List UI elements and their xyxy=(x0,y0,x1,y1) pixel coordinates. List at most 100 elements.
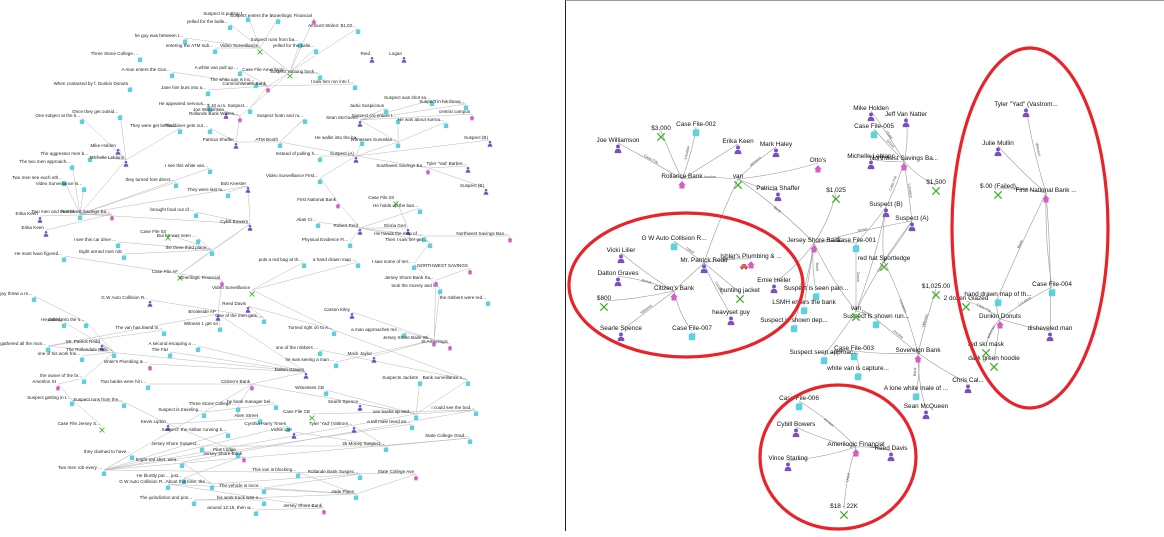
graph-node-money[interactable]: red ski mask xyxy=(968,341,1005,358)
graph-node-person[interactable]: Tyler 'Yad' (Valtrom... xyxy=(309,421,357,433)
graph-node-document[interactable]: He hands the map of ... xyxy=(374,231,427,243)
graph-node-document[interactable]: he bank manager bel... xyxy=(227,399,279,411)
graph-node-document[interactable]: Case File-006 xyxy=(779,395,819,411)
graph-node-document[interactable]: Two men and their of... xyxy=(31,209,83,221)
graph-node-person[interactable]: Suspect (A) xyxy=(330,151,359,163)
graph-node-document[interactable]: Eight armed men rob xyxy=(79,249,127,261)
graph-node-person[interactable]: Logan xyxy=(389,51,407,63)
graph-node-document[interactable]: G W Auto Collision R... xyxy=(642,235,707,251)
graph-node-document[interactable]: Case File-002 xyxy=(676,121,716,137)
graph-node-document[interactable]: The white van is inc... xyxy=(210,77,259,89)
graph-node-document[interactable]: bright red shirt, wea... xyxy=(136,457,185,469)
graph-node-money[interactable]: $1,500 xyxy=(926,179,946,196)
graph-node-person[interactable]: Chris Cal... xyxy=(952,377,984,394)
graph-node-document[interactable]: Two men see each oth... xyxy=(12,175,67,187)
graph-node-document[interactable]: Suspect is shown run... xyxy=(843,313,909,329)
graph-node-document[interactable]: Suspect footn and ru... xyxy=(257,113,308,125)
graph-node-person[interactable]: Carson Kiley xyxy=(324,307,355,319)
graph-node-document[interactable]: The F&I xyxy=(152,347,173,359)
graph-node-document[interactable]: Suspect (A) enters t... xyxy=(352,113,401,125)
graph-node-document[interactable]: Case File-005 xyxy=(854,123,894,139)
graph-node-person[interactable]: Tyler 'Yad' Barber... xyxy=(427,161,471,173)
graph-node-money[interactable]: van xyxy=(733,173,744,190)
graph-node-location[interactable]: Rollance Bank xyxy=(661,173,703,189)
graph-node-document[interactable]: Two banks were hit i... xyxy=(101,379,151,391)
graph-node-document[interactable]: one of the robbers ... xyxy=(276,345,323,357)
graph-node-location[interactable]: Amerilogic Financial xyxy=(271,13,317,25)
graph-node-person[interactable]: Jeff Van Natter xyxy=(885,111,928,128)
graph-node-document[interactable]: They were get behind... xyxy=(130,123,183,135)
graph-node-location[interactable]: central campus xyxy=(439,109,475,121)
graph-node-location[interactable]: Rollande Bank Witnes... xyxy=(189,111,243,123)
graph-node-money[interactable]: $18 - 22K xyxy=(830,503,859,520)
graph-node-person[interactable]: G W Auto Collision R... xyxy=(101,295,153,307)
graph-node-money[interactable]: dark green hoodie xyxy=(968,355,1020,372)
overview-graph-panel[interactable]: Suspect is putting t...yelled for the ba… xyxy=(0,0,548,531)
graph-node-document[interactable]: Suspect: the robber running b... xyxy=(162,427,231,439)
graph-node-person[interactable]: Reed Davis xyxy=(874,445,908,462)
graph-node-document[interactable]: Physical Evidence Fi... xyxy=(302,237,353,249)
graph-node-document[interactable]: Jase him bunt into a... xyxy=(161,85,211,97)
graph-node-document[interactable]: A white van pull up ... xyxy=(195,65,243,77)
graph-node-document[interactable]: He bluntly put ... just... xyxy=(137,473,187,485)
graph-node-document[interactable]: The two men approach... xyxy=(19,159,75,171)
graph-node-document[interactable]: I see this white van... xyxy=(165,163,213,175)
graph-node-document[interactable]: Alias Cr... xyxy=(296,217,321,229)
graph-node-money[interactable]: Case File Amerilogic... xyxy=(242,67,293,79)
graph-node-document[interactable]: Plus Lodge xyxy=(213,447,241,459)
graph-node-person[interactable]: Tyler "Yad" (Vastrom... xyxy=(994,101,1058,118)
graph-node-money[interactable]: Case File AF xyxy=(152,269,183,281)
graph-node-document[interactable]: yelled for the balle... xyxy=(187,19,233,31)
graph-node-document[interactable]: He holds up the ban... xyxy=(373,203,423,215)
graph-node-location[interactable]: Citizen's Bank xyxy=(221,379,255,391)
graph-node-document[interactable]: took the money and l... xyxy=(392,283,443,295)
graph-node-person[interactable]: Joe Williamson xyxy=(193,107,229,119)
graph-node-location[interactable]: Northwest Savings Ba... xyxy=(61,209,115,221)
graph-node-money[interactable]: $.00 (Failed) xyxy=(980,183,1016,200)
graph-node-document[interactable]: A lone white male of ... xyxy=(884,385,949,401)
graph-node-money[interactable]: 2 dozen Glazed xyxy=(944,295,989,312)
graph-node-document[interactable]: Instead of pulling h... xyxy=(276,151,323,163)
graph-node-person[interactable]: Vicki Lilier xyxy=(607,247,637,264)
graph-node-money[interactable]: $800 xyxy=(597,295,612,312)
graph-node-location[interactable]: Citizen's Bank xyxy=(654,285,695,301)
graph-node-document[interactable]: When contacted by f. Dunkin Donuts xyxy=(53,81,133,93)
graph-node-document[interactable]: Three Stone College ... xyxy=(91,51,143,63)
graph-node-document[interactable]: I could see the bod... xyxy=(431,405,479,417)
graph-node-money[interactable]: van xyxy=(851,305,862,322)
graph-node-document[interactable]: Witnesses Surveilan... xyxy=(351,137,401,149)
graph-node-document[interactable]: one of his work frie... xyxy=(38,351,85,363)
graph-node-person[interactable]: Suspect (A) xyxy=(895,215,929,232)
graph-node-location[interactable]: Amerilon St xyxy=(32,379,61,391)
graph-node-document[interactable]: $ 10 a.m. Suspect... xyxy=(207,103,253,115)
graph-node-document[interactable]: Suspect in his throw... xyxy=(419,99,469,111)
graph-node-person[interactable]: heavyset guy xyxy=(712,309,751,326)
graph-node-document[interactable]: LSMH enters the bank xyxy=(772,299,837,315)
graph-node-money[interactable]: Case File 03 xyxy=(368,195,399,207)
graph-node-document[interactable]: He must have figured... xyxy=(15,251,67,263)
graph-node-document[interactable]: Three Stone College ... xyxy=(189,401,241,413)
graph-node-document[interactable]: Case File-007 xyxy=(672,325,712,341)
graph-node-document[interactable]: 2k Money Suspect... xyxy=(342,441,389,453)
graph-node-document[interactable]: He called into the s... xyxy=(41,317,89,329)
graph-node-money[interactable]: $1,025 xyxy=(826,187,846,204)
graph-node-document[interactable]: entering the ATM sub... xyxy=(166,43,218,55)
graph-node-money[interactable]: red hat Sportledge xyxy=(858,255,911,272)
graph-node-location[interactable]: Sovereign Bank xyxy=(895,347,941,363)
graph-node-document[interactable]: One of the men gets ... xyxy=(215,313,267,325)
graph-node-person[interactable]: Kevin Lipton xyxy=(141,419,171,431)
graph-node-person[interactable]: Suspect (B) xyxy=(464,135,493,147)
graph-node-document[interactable]: his work truck was o... xyxy=(217,495,267,507)
graph-node-person[interactable]: Patricia Shaffer xyxy=(203,137,239,149)
graph-node-person[interactable]: Mack Jaylor xyxy=(347,351,377,363)
graph-node-person[interactable]: Brookside AP xyxy=(188,309,221,321)
graph-node-document[interactable]: Suspect running back... xyxy=(270,69,323,81)
graph-node-document[interactable]: Rollande Bank Suspec... xyxy=(308,469,363,481)
graph-node-person[interactable]: Gloria Gen xyxy=(384,223,411,235)
graph-node-location[interactable]: NORTHWEST SAVINGS xyxy=(417,263,473,275)
graph-node-document[interactable]: This van is blocking... xyxy=(252,467,301,479)
graph-node-document[interactable]: One subject at the ti... xyxy=(35,113,85,125)
graph-node-person[interactable]: Julie Mullin xyxy=(982,140,1014,157)
